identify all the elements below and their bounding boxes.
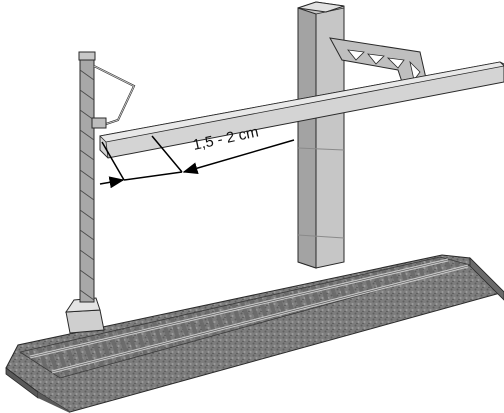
bridge-pillar [297,1,345,269]
left-arrow [99,176,125,189]
catenary-mast [65,51,136,334]
rail-track [5,254,504,413]
contact-wire-beam [99,61,504,159]
right-arrow [182,139,295,174]
